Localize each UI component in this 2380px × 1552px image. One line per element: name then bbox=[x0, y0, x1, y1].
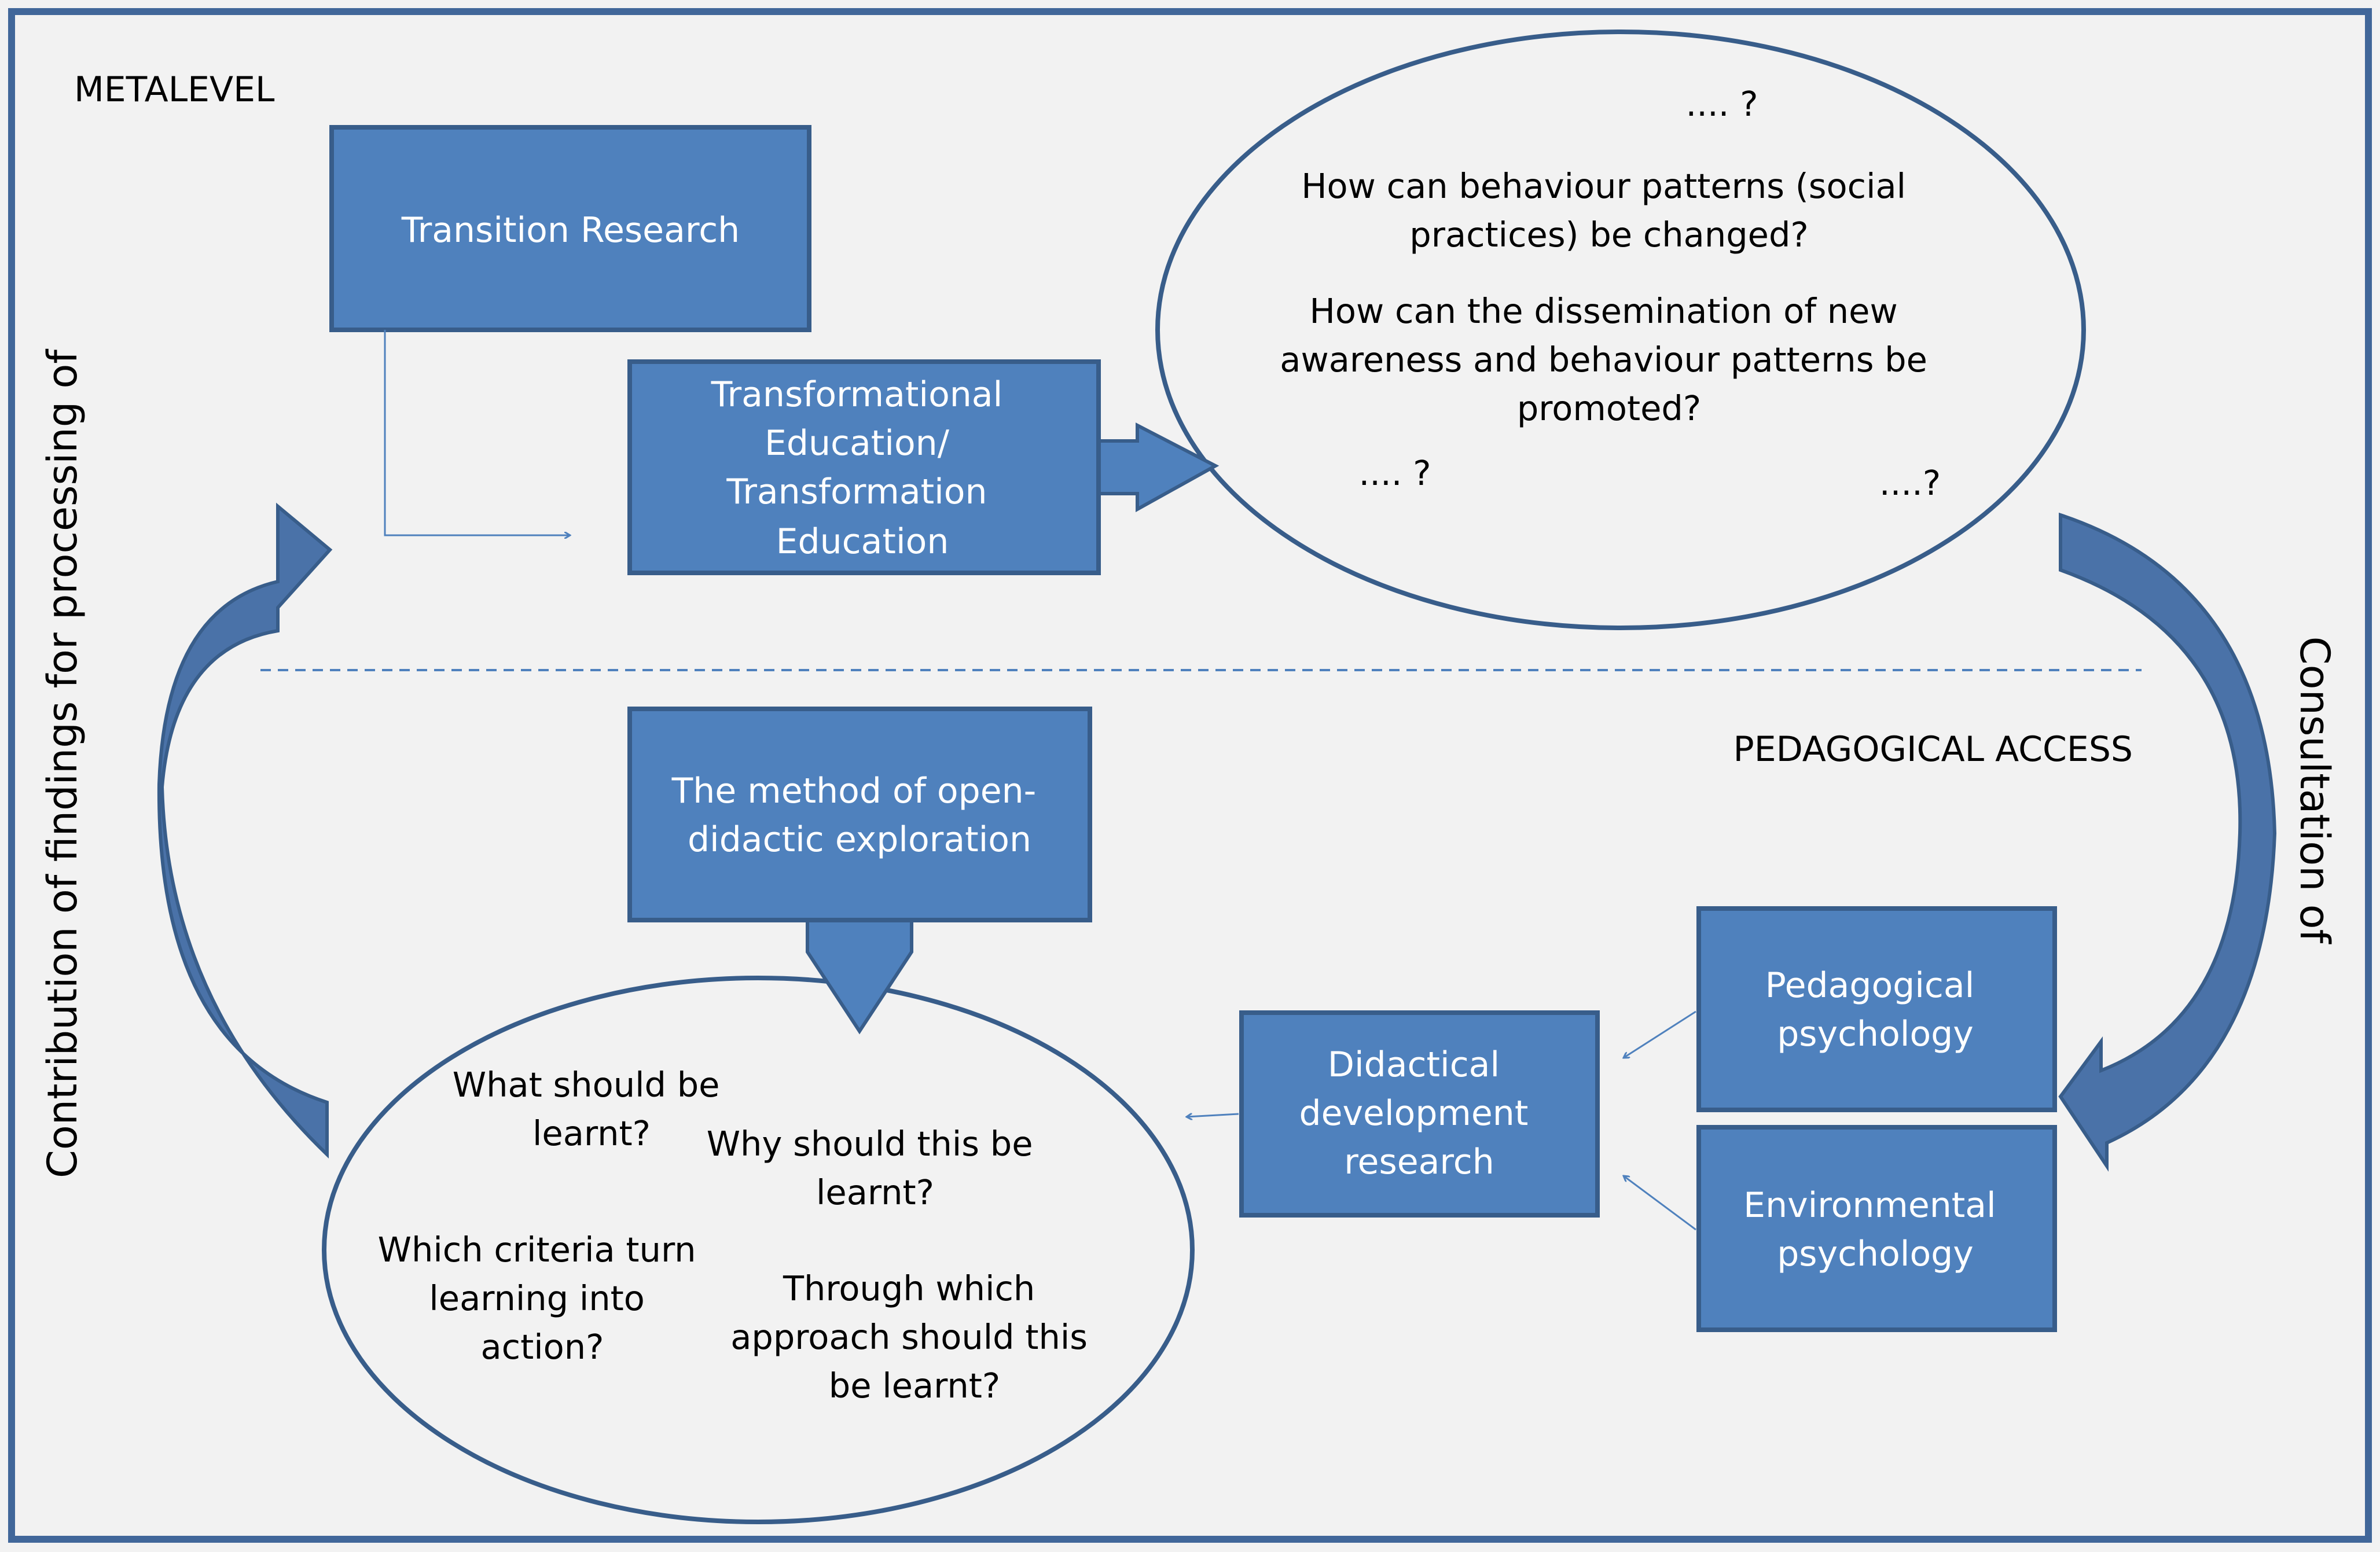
pedagogical-psychology-box: Pedagogical psychology bbox=[1696, 906, 2057, 1112]
top-question-ellipsis-left: .... ? bbox=[1358, 453, 1431, 493]
open-didactic-line: The method of open- bbox=[671, 771, 1037, 811]
question-behaviour-patterns: How can behaviour patterns (social pract… bbox=[1301, 166, 1917, 255]
bottom-question-ellipse bbox=[322, 976, 1195, 1524]
question-dissemination: How can the dissemination of new awarene… bbox=[1280, 291, 1938, 428]
svg-text:Didactical development: Didactical development research bbox=[1299, 1045, 1540, 1182]
consultation-side-label: Consultation of bbox=[2291, 637, 2338, 944]
transition-research-box: Transition Research bbox=[329, 125, 811, 332]
top-question-ellipsis-right: ....? bbox=[1879, 463, 1941, 503]
transition-elbow-arrow bbox=[384, 330, 570, 535]
svg-text:The method of open- dida: The method of open- didactic exploration bbox=[671, 771, 1048, 860]
svg-text:Environmental psychology: Environmental psychology bbox=[1743, 1185, 2007, 1274]
svg-text:Pedagogical psychology: Pedagogical psychology bbox=[1765, 965, 1986, 1054]
question-criteria: Which criteria turn learning into action… bbox=[378, 1230, 707, 1367]
open-didactic-line: didactic exploration bbox=[688, 819, 1031, 860]
top-question-ellipse bbox=[1155, 30, 2086, 630]
didactical-development-line: development bbox=[1299, 1093, 1529, 1134]
open-didactic-exploration-box: The method of open- didactic exploration bbox=[627, 707, 1092, 922]
pedagogical-psychology-line: Pedagogical bbox=[1765, 965, 1975, 1006]
pedagogical-psychology-line: psychology bbox=[1777, 1014, 1974, 1054]
svg-text:Transition Research: Transition Research bbox=[401, 210, 740, 251]
metalevel-label: METALEVEL bbox=[74, 69, 275, 110]
question-what: What should be learnt? bbox=[453, 1065, 731, 1153]
contribution-curved-arrow bbox=[157, 502, 333, 1159]
didactical-development-line: Didactical bbox=[1328, 1045, 1500, 1085]
education-to-questions-arrow bbox=[1095, 422, 1220, 513]
question-why: Why should this be learnt? bbox=[707, 1124, 1044, 1212]
didactical-to-questions-arrow bbox=[1187, 1114, 1239, 1117]
transformational-education-box: Transformational Education/ Transformati… bbox=[627, 359, 1101, 575]
environmental-psychology-line: Environmental bbox=[1743, 1185, 1996, 1226]
transformational-education-line: Education bbox=[776, 521, 949, 562]
environmental-psychology-line: psychology bbox=[1777, 1234, 1974, 1274]
transformational-education-line: Education/ bbox=[765, 423, 950, 464]
question-approach: Through which approach should this be le… bbox=[730, 1268, 1099, 1406]
svg-text:Transformational Educati: Transformational Education/ Transformati… bbox=[711, 374, 1014, 562]
transformational-education-line: Transformation bbox=[726, 472, 987, 512]
transition-research-line: Transition Research bbox=[401, 210, 740, 251]
didactical-development-line: research bbox=[1344, 1142, 1494, 1182]
environmental-psychology-box: Environmental psychology bbox=[1696, 1125, 2057, 1332]
transformational-education-line: Transformational bbox=[711, 374, 1003, 415]
diagram-frame bbox=[8, 8, 2372, 1543]
top-question-ellipsis-top: .... ? bbox=[1685, 84, 1758, 124]
pedagogical-access-label: PEDAGOGICAL ACCESS bbox=[1733, 729, 2133, 770]
didactical-development-box: Didactical development research bbox=[1239, 1010, 1600, 1218]
contribution-side-label: Contribution of findings for processing … bbox=[39, 349, 86, 1178]
consultation-curved-arrow bbox=[2058, 512, 2277, 1172]
environmental-to-didactical-arrow bbox=[1624, 1176, 1696, 1231]
pedagogical-to-didactical-arrow bbox=[1624, 1010, 1696, 1058]
